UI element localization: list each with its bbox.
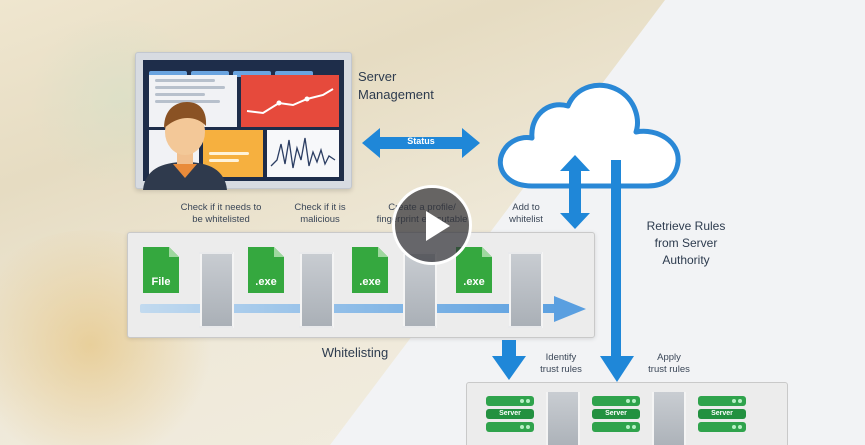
dashboard-tabs — [149, 64, 339, 77]
server-stack-icon: Server — [592, 396, 640, 435]
retrieve-rules-arrow-icon — [600, 160, 634, 382]
checkpoint-gate — [508, 252, 543, 328]
checkpoint-gate — [652, 392, 686, 445]
flow-arrow-icon — [554, 296, 586, 322]
waveform-panel — [267, 130, 339, 177]
dashboard-screen — [143, 60, 344, 181]
play-button[interactable] — [392, 185, 472, 265]
exe-file-icon: .exe — [454, 245, 494, 295]
whitelisting-label: Whitelisting — [321, 345, 389, 360]
server-label: Server — [592, 409, 640, 419]
dashboard-panel — [149, 75, 237, 127]
person-icon — [143, 102, 227, 190]
line-chart-icon — [246, 88, 334, 115]
status-arrow-icon — [362, 128, 480, 158]
checkpoint-gate — [299, 252, 334, 328]
play-icon — [426, 211, 450, 241]
line-chart-panel — [241, 75, 339, 127]
file-document-label: File — [151, 276, 171, 288]
exe-file-label: .exe — [463, 276, 485, 288]
cloud-sync-arrow-icon — [560, 155, 590, 229]
exe-file-label: .exe — [255, 276, 277, 288]
exe-file-icon: .exe — [246, 245, 286, 295]
server-label: Server — [698, 409, 746, 419]
exe-file-label: .exe — [359, 276, 381, 288]
checkpoint-gate — [199, 252, 234, 328]
waveform-icon — [270, 137, 336, 169]
file-document-icon: File — [141, 245, 181, 295]
server-label: Server — [486, 409, 534, 419]
checkpoint-gate — [546, 392, 580, 445]
process-flow-bar — [140, 304, 562, 313]
server-stack-icon: Server — [486, 396, 534, 435]
status-label: Status — [407, 136, 435, 146]
server-stack-icon: Server — [698, 396, 746, 435]
cloud-icon — [498, 82, 681, 189]
exe-file-icon: .exe — [350, 245, 390, 295]
down-arrow-icon — [492, 340, 526, 380]
